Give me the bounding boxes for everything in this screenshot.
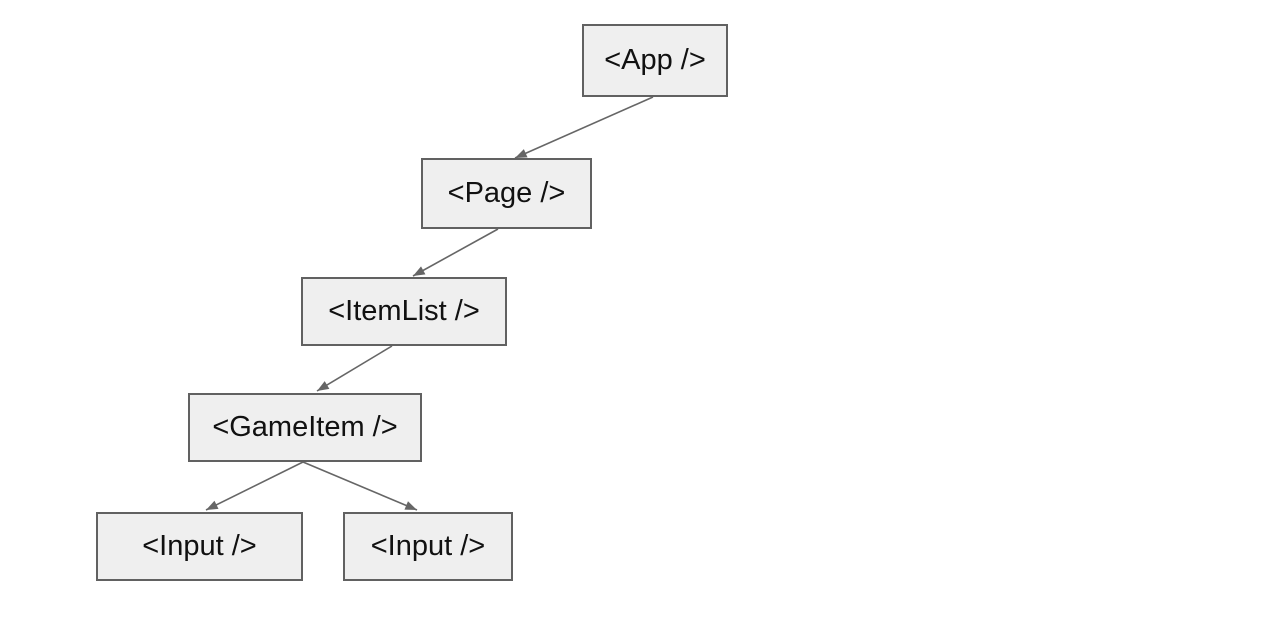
tree-node-page: <Page /> (421, 158, 592, 229)
tree-node-input-right-label: <Input /> (370, 530, 486, 562)
tree-node-gameitem-label: <GameItem /> (212, 411, 398, 443)
tree-node-input-right: <Input /> (343, 512, 513, 581)
tree-node-gameitem: <GameItem /> (188, 393, 422, 462)
tree-node-app-label: <App /> (604, 44, 706, 76)
tree-node-app: <App /> (582, 24, 728, 97)
tree-node-page-label: <Page /> (447, 177, 566, 209)
edge-gameitem-to-input-left (205, 461, 304, 511)
tree-node-itemlist: <ItemList /> (301, 277, 507, 346)
tree-node-itemlist-label: <ItemList /> (328, 295, 480, 327)
edge-itemlist-to-gameitem (316, 345, 393, 392)
tree-node-input-left-label: <Input /> (142, 530, 257, 562)
tree-node-input-left: <Input /> (96, 512, 303, 581)
edge-app-to-page (514, 96, 654, 159)
edge-gameitem-to-input-right (302, 461, 418, 511)
edge-page-to-itemlist (412, 228, 499, 277)
